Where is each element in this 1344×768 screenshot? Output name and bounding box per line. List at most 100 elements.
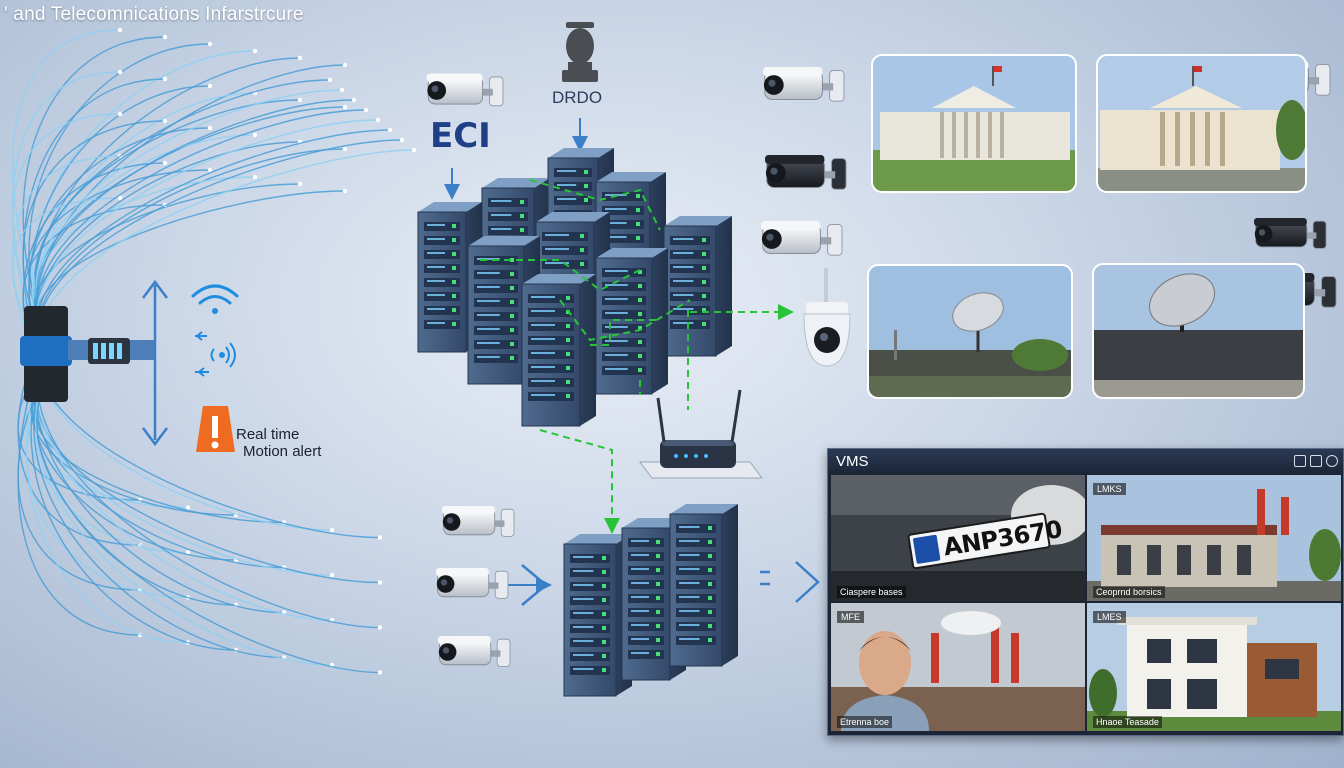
fiber-strand (11, 29, 121, 321)
vms-tile-tag: LMKS (1093, 483, 1126, 495)
wifi-icon (191, 284, 239, 314)
server-cluster (417, 148, 732, 427)
fiber-glint (207, 83, 213, 89)
fiber-glint (252, 132, 258, 138)
fiber-glint (207, 125, 213, 131)
fiber-glint (329, 572, 335, 578)
fiber-glint (387, 127, 393, 133)
vms-tile-tag: MFE (837, 611, 864, 623)
fiber-glint (117, 27, 123, 33)
fiber-glint (363, 107, 369, 113)
fiber-glint (377, 625, 383, 630)
photo-capitol-1 (871, 54, 1077, 193)
fiber-glint (327, 77, 333, 83)
fiber-strand (35, 190, 346, 342)
fiber-strand (17, 347, 141, 636)
alert-line-2: Motion alert (243, 443, 322, 460)
vms-tile-tag: LMES (1093, 611, 1126, 623)
cctv-camera-icon (1254, 218, 1327, 249)
maximize-icon[interactable] (1310, 455, 1322, 467)
vms-tile-caption: Ciaspere bases (837, 586, 906, 598)
cable-sleeve (20, 306, 154, 402)
photo-capitol-2 (1096, 54, 1307, 193)
emblem-icon (562, 22, 598, 82)
fiber-strand (34, 99, 301, 321)
photo-satellite-dish-1 (867, 264, 1073, 399)
fiber-glint (185, 505, 191, 510)
fiber-glint (185, 550, 191, 555)
vms-tile-person-image (831, 603, 1085, 731)
fiber-glint (329, 527, 335, 533)
page-title: ' and Telecomnications Infarstrcure (4, 4, 304, 25)
motion-alert-label: Real time Motion alert (236, 426, 321, 460)
fiber-glint (297, 97, 303, 103)
cctv-camera-icon (436, 568, 509, 599)
alert-line-1: Real time (236, 426, 300, 443)
fiber-strand (22, 120, 166, 342)
fiber-strand (35, 109, 367, 342)
fiber-glint (342, 62, 348, 68)
storage-server-rack (563, 504, 738, 697)
server-tower (595, 248, 668, 395)
warning-icon (196, 406, 235, 452)
fiber-strand (35, 99, 355, 335)
settings-icon[interactable] (1326, 455, 1338, 467)
fiber-strand (33, 368, 285, 659)
signal-waves-icon (195, 331, 236, 377)
minimize-icon[interactable] (1294, 455, 1306, 467)
fiber-strand (31, 176, 256, 328)
vms-titlebar: VMS (828, 449, 1343, 473)
cctv-camera-icon (761, 221, 843, 256)
vms-tile-house[interactable]: LMES Hnaoe Teasade (1087, 603, 1341, 731)
fiber-strand (34, 183, 301, 335)
fiber-glint (342, 104, 348, 110)
fiber-strand (25, 354, 189, 644)
vms-tile-factory[interactable]: LMKS Ceoprnd borsics (1087, 475, 1341, 601)
vertical-double-arrow-icon (142, 279, 168, 447)
fiber-glint (411, 147, 417, 153)
drdo-label: DRDO (552, 88, 603, 107)
fiber-glint (375, 117, 381, 123)
fiber-strand (26, 382, 189, 599)
fiber-glint (351, 97, 357, 103)
fiber-glint (117, 195, 123, 201)
cctv-camera-icon (763, 67, 845, 102)
fiber-glint (377, 535, 383, 540)
fiber-glint (297, 181, 303, 187)
fiber-glint (342, 146, 348, 152)
fiber-strand (30, 361, 237, 651)
fiber-glint (162, 118, 168, 124)
fiber-glint (162, 160, 168, 166)
fiber-strand (36, 129, 391, 356)
server-tower (521, 274, 596, 427)
fiber-glint (117, 69, 123, 75)
chevron-right-icon (521, 561, 820, 606)
vms-tile-caption: Ceoprnd borsics (1093, 586, 1165, 598)
server-tower (669, 504, 738, 667)
vms-tile-plate[interactable]: ANP3670 Ciaspere bases (831, 475, 1085, 601)
cctv-camera-icon (765, 155, 847, 190)
fiber-strand (33, 354, 285, 569)
fiber-glint (117, 111, 123, 117)
fiber-glint (207, 167, 213, 173)
router-icon (639, 389, 763, 479)
fiber-strand (11, 71, 121, 363)
fiber-optic-bundle (11, 27, 417, 675)
cctv-camera-icon (438, 636, 511, 667)
fiber-strand (36, 382, 381, 674)
green-dashed-links (480, 179, 794, 534)
fiber-glint (399, 137, 405, 143)
fiber-glint (377, 670, 383, 675)
fiber-strand (28, 169, 211, 321)
fiber-glint (377, 580, 383, 585)
fiber-strand (36, 119, 379, 349)
fiber-glint (339, 87, 345, 93)
vms-title: VMS (836, 453, 869, 470)
fiber-strand (17, 375, 141, 591)
dome-camera-icon (803, 268, 851, 367)
fiber-glint (252, 48, 258, 54)
fiber-glint (162, 76, 168, 82)
vms-tile-person[interactable]: MFE Etrenna boe (831, 603, 1085, 731)
fiber-strand (36, 139, 403, 363)
